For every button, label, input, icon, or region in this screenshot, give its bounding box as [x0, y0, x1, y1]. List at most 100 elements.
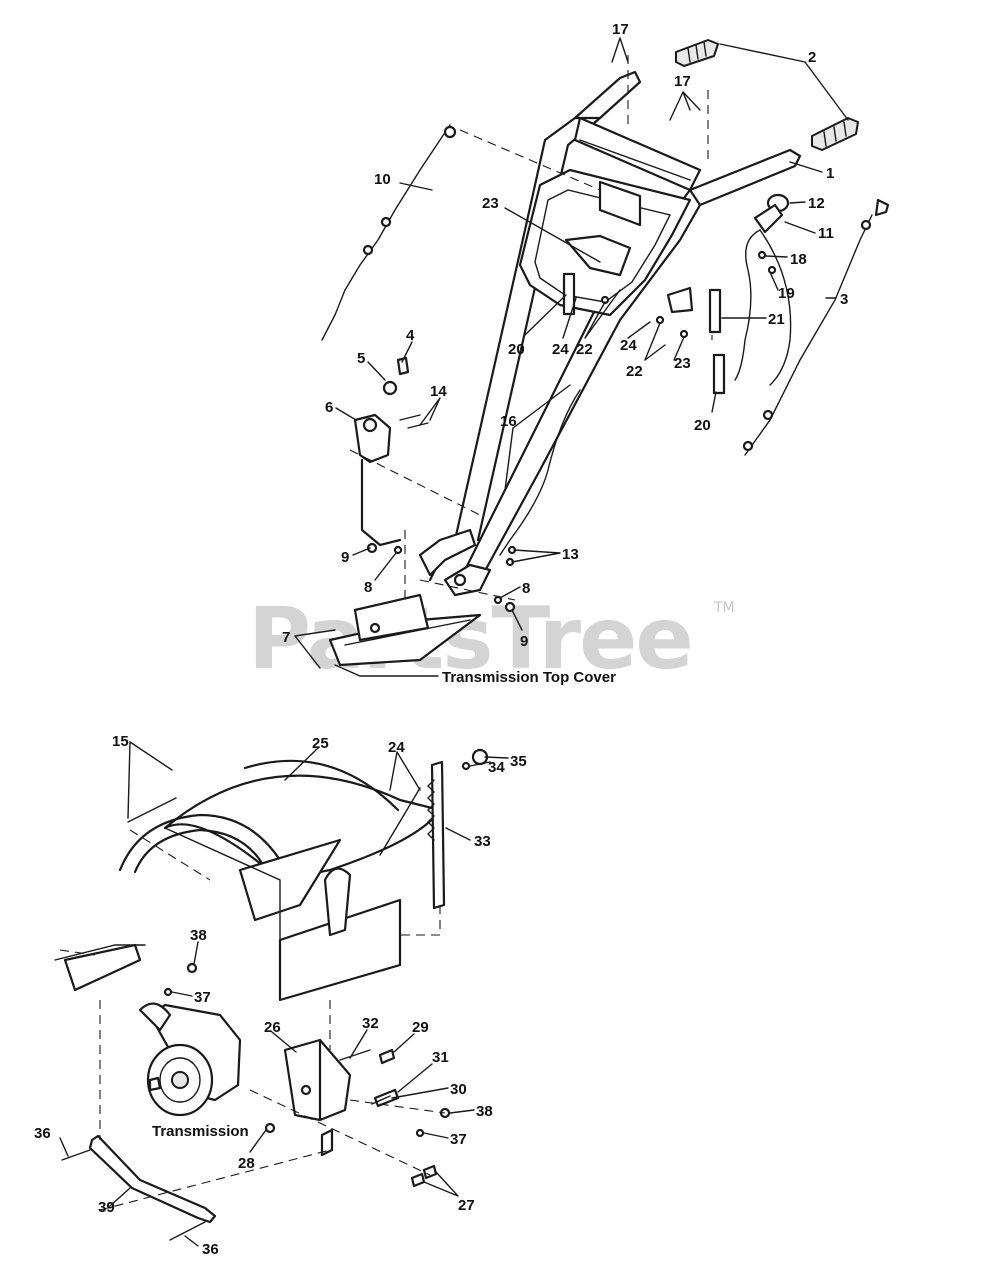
callout-20: 20 — [508, 341, 525, 358]
bolt-36-bottom — [169, 1221, 206, 1241]
transmission-neck — [138, 1002, 172, 1032]
leader-31 — [397, 1063, 433, 1093]
control-cable-wire — [321, 124, 451, 341]
callout-15: 15 — [112, 733, 129, 750]
washer-34 — [461, 761, 471, 771]
callout-36: 36 — [34, 1125, 51, 1142]
leader-8b — [499, 586, 521, 599]
callout-24: 24 — [388, 739, 405, 756]
leader-7 — [294, 629, 336, 669]
handle-left-foot — [418, 528, 477, 577]
handgrip-right-ribs — [823, 121, 847, 147]
leader-29 — [393, 1033, 415, 1053]
bracket-26-side — [318, 1038, 352, 1122]
callout-13: 13 — [562, 546, 579, 563]
depth-stake-notches — [427, 779, 435, 841]
callout-10: 10 — [374, 171, 391, 188]
leader-4 — [401, 341, 413, 363]
handle-mount-rod — [360, 458, 402, 547]
transmission-shaft-end — [148, 1076, 162, 1092]
leader-23b — [673, 336, 685, 361]
leader-38b — [449, 1109, 475, 1114]
leader-17b — [669, 91, 701, 121]
leader-15 — [127, 741, 173, 819]
leader-38a — [193, 941, 199, 965]
handgrip-left-ribs — [687, 41, 707, 63]
pin-32 — [339, 1049, 371, 1061]
callout-9: 9 — [341, 549, 349, 566]
nut-38-top — [186, 962, 198, 974]
leader-36a — [59, 1137, 69, 1157]
washer-37-right — [415, 1128, 425, 1138]
control-cable-nut — [380, 216, 392, 228]
callout-8: 8 — [522, 580, 530, 597]
bracket-26-hole — [300, 1084, 312, 1096]
handlebar-right-grip-tube — [688, 148, 802, 207]
leader-25 — [284, 747, 319, 781]
handle-center-bracket — [598, 180, 642, 227]
callout-25: 25 — [312, 735, 329, 752]
leader-6 — [335, 407, 357, 421]
callout-22: 22 — [576, 341, 593, 358]
screw-15 — [127, 797, 177, 823]
washer-37-top — [163, 987, 173, 997]
leader-10 — [399, 182, 433, 191]
leader-24c — [389, 751, 421, 791]
dash-axle — [249, 1089, 431, 1176]
leader-2 — [719, 43, 849, 121]
watermark-brand: PartsTree — [248, 589, 692, 689]
partstree-watermark: PartsTree TM — [248, 589, 735, 689]
tine-shield-left-arc — [118, 813, 282, 872]
bolt-8-right — [493, 595, 503, 605]
top-cover-hole — [369, 622, 381, 634]
leader-39 — [109, 1187, 131, 1207]
throttle-control — [734, 193, 792, 386]
leader-22a — [584, 289, 621, 339]
callout-11: 11 — [818, 225, 834, 242]
callout-3: 3 — [840, 291, 848, 308]
leader-33 — [445, 827, 471, 841]
callout-28: 28 — [238, 1155, 255, 1172]
callout-37: 37 — [450, 1131, 467, 1148]
leader-13 — [511, 549, 561, 563]
throttle-lever — [753, 203, 784, 234]
tab-20-right — [712, 353, 726, 395]
control-cable-end — [443, 125, 457, 139]
tine-shield-left-arc-inner — [133, 828, 267, 874]
handgrips — [675, 39, 859, 151]
leader-32 — [349, 1029, 368, 1059]
callout-33: 33 — [474, 833, 491, 850]
nut-9-right — [504, 601, 516, 613]
callout-21: 21 — [768, 311, 785, 328]
callout-19: 19 — [778, 285, 795, 302]
screw-18 — [757, 250, 767, 260]
callout-37: 37 — [194, 989, 211, 1006]
clutch-cable-wire — [744, 214, 873, 456]
leader-19 — [769, 271, 779, 291]
callout-2: 2 — [808, 49, 816, 66]
callout-23: 23 — [674, 355, 691, 372]
callout-5: 5 — [357, 350, 365, 367]
bracket-23-left — [564, 234, 632, 277]
leader-9b — [511, 609, 523, 631]
clutch-cable-ferrule — [762, 409, 774, 421]
leader-26 — [271, 1031, 297, 1053]
bolt-36-left — [61, 1149, 91, 1161]
transmission-top-cover-label: Transmission Top Cover — [442, 669, 616, 686]
leader-16 — [504, 384, 571, 491]
nut-28 — [264, 1122, 276, 1134]
callout-24: 24 — [620, 337, 637, 354]
leader-37a — [171, 991, 193, 997]
bolt-27-a — [422, 1164, 438, 1180]
dash-pin — [349, 1099, 446, 1114]
tine-shield-right-arc — [243, 759, 400, 812]
leader-18 — [765, 255, 788, 258]
screw-24-right — [655, 315, 665, 325]
callout-35: 35 — [510, 753, 527, 770]
transmission-label: Transmission — [152, 1123, 249, 1140]
dash-bracket — [349, 449, 481, 516]
callout-24: 24 — [552, 341, 569, 358]
screw-24-lower — [379, 787, 421, 856]
callout-numbers: 17 17 2 1 12 11 18 19 3 21 20 23 22 24 2… — [34, 21, 848, 1258]
